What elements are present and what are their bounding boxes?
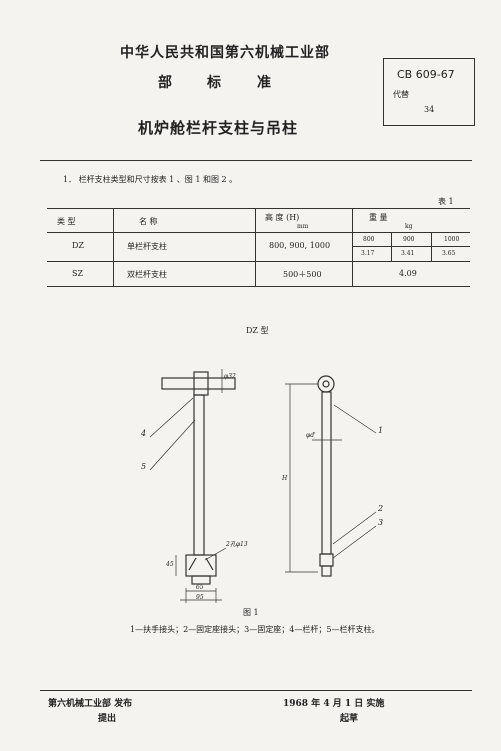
row-dz-w3: 3.65 bbox=[442, 250, 456, 257]
callout-1: 1 bbox=[378, 426, 384, 435]
dimension-table: 类 型 名 称 高 度 (H) mm 重 量 kg DZ 单栏杆支柱 800, … bbox=[47, 208, 470, 287]
dept-char-3: 准 bbox=[257, 75, 271, 91]
header-type: 类 型 bbox=[57, 217, 76, 226]
callout-2: 2 bbox=[378, 504, 384, 513]
dim-32-label: φ32 bbox=[224, 373, 236, 380]
dept-char-2: 标 bbox=[207, 75, 221, 91]
row-dz-w1: 3.17 bbox=[361, 250, 375, 257]
document-title: 机炉舱栏杆支柱与吊柱 bbox=[138, 119, 299, 137]
footer-drafter: 起草 bbox=[340, 714, 359, 724]
dim-65-label: 65 bbox=[196, 584, 204, 591]
row-sz-heights: 500＋500 bbox=[283, 270, 322, 279]
row-dz-type: DZ bbox=[72, 241, 84, 250]
header-name: 名 称 bbox=[139, 217, 158, 226]
row-sz-weight: 4.09 bbox=[399, 269, 417, 278]
row-dz-heights: 800, 900, 1000 bbox=[269, 241, 331, 250]
footer-rule bbox=[40, 690, 472, 691]
header-weight-unit: kg bbox=[405, 223, 413, 230]
figure-type-label: DZ 型 bbox=[246, 326, 269, 335]
row-sz-name: 双栏杆支柱 bbox=[127, 270, 167, 279]
header-height: 高 度 (H) bbox=[265, 213, 300, 222]
top-rule bbox=[40, 160, 472, 161]
replace-label: 代替 bbox=[393, 90, 409, 99]
replace-number: 34 bbox=[424, 105, 435, 114]
header-height-unit: mm bbox=[297, 223, 309, 230]
standard-code: CB 609-67 bbox=[397, 68, 455, 81]
row-dz-name: 单栏杆支柱 bbox=[127, 242, 167, 251]
callout-4: 4 bbox=[141, 429, 147, 438]
dept-char-1: 部 bbox=[158, 75, 172, 91]
header-weight: 重 量 bbox=[369, 213, 388, 222]
callout-5: 5 bbox=[141, 462, 147, 471]
post-left bbox=[193, 394, 205, 556]
footer-publisher: 第六机械工业部 发布 bbox=[48, 699, 133, 709]
row-dz-h900: 900 bbox=[403, 236, 415, 243]
clause-1: 1． 栏杆支柱类型和尺寸按表 1 、图 1 和图 2 。 bbox=[63, 175, 238, 184]
handrail-bar bbox=[161, 377, 236, 390]
eye-joint bbox=[317, 375, 335, 393]
base-nut bbox=[191, 575, 211, 585]
row-sz-type: SZ bbox=[72, 269, 84, 278]
table-label: 表 1 bbox=[438, 197, 454, 206]
figure-caption: 图 1 bbox=[243, 608, 259, 617]
base-fitting bbox=[185, 554, 217, 577]
handrail-joint bbox=[193, 371, 209, 396]
standard-box: CB 609-67 代替 34 bbox=[383, 58, 475, 126]
dim-hole-label: 2孔φ13 bbox=[226, 541, 248, 548]
callout-3: 3 bbox=[378, 518, 384, 527]
row-dz-h1000: 1000 bbox=[444, 236, 460, 243]
dim-95-label: 95 bbox=[196, 594, 204, 601]
dim-45-label: 45 bbox=[166, 561, 174, 568]
post-right bbox=[321, 391, 332, 555]
footer-date: 1968 年 4 月 1 日 实施 bbox=[283, 699, 385, 709]
footer-proposer: 提出 bbox=[98, 714, 117, 724]
ministry-title: 中华人民共和国第六机械工业部 bbox=[120, 45, 330, 61]
row-dz-h800: 800 bbox=[363, 236, 375, 243]
figure-legend: 1—扶手接头；2—固定座接头；3—固定座；4—栏杆；5—栏杆支柱。 bbox=[130, 625, 380, 634]
dim-d-label: φd' bbox=[306, 432, 316, 439]
fixed-base-joint bbox=[319, 553, 334, 567]
row-dz-w2: 3.41 bbox=[401, 250, 415, 257]
dim-h-label: H bbox=[282, 475, 288, 482]
